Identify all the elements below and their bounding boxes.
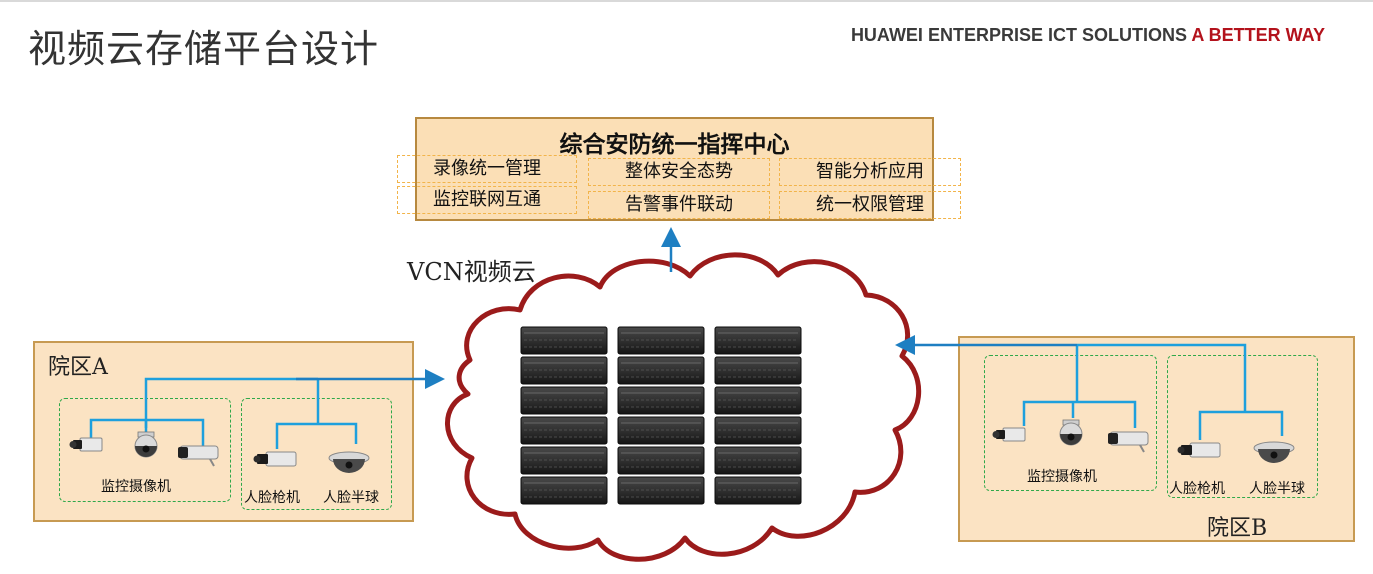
campus-a-dome-camera-icon: [134, 431, 158, 458]
campus-b-label: 院区B: [1207, 516, 1268, 541]
campus-b-bullet-camera-icon: [1107, 431, 1149, 453]
campus-a-box-camera-icon: [69, 437, 103, 452]
brand-main: HUAWEI ENTERPRISE ICT SOLUTIONS: [850, 25, 1187, 45]
brand-accent: A BETTER WAY: [1191, 25, 1325, 45]
function-recording: 录像统一管理: [397, 155, 577, 183]
campus-a-face-group: [241, 398, 392, 510]
cloud-label: VCN视频云: [407, 258, 536, 286]
brand-tagline: HUAWEI ENTERPRISE ICT SOLUTIONS A BETTER…: [851, 25, 1325, 46]
campus-b-wiring: [1022, 343, 1284, 440]
function-network-interconnect: 监控联网互通: [397, 186, 577, 214]
campus-a-face-gun-label: 人脸枪机: [244, 490, 300, 506]
campus-b-face-dome-icon: [1253, 441, 1295, 464]
function-security-situation: 整体安全态势: [588, 158, 770, 186]
campus-a-wiring: [89, 377, 358, 449]
campus-b-face-gun-icon: [1177, 442, 1221, 458]
campus-b-face-group: [1167, 355, 1318, 498]
campus-b-monitor-label: 监控摄像机: [1027, 469, 1097, 485]
campus-b-box-camera-icon: [992, 427, 1026, 442]
campus-b-face-dome-label: 人脸半球: [1249, 481, 1305, 497]
campus-a-bullet-camera-icon: [177, 445, 219, 467]
campus-b-dome-camera-icon: [1059, 419, 1083, 446]
campus-a-monitor-label: 监控摄像机: [101, 479, 171, 495]
function-permission-management: 统一权限管理: [779, 191, 961, 219]
campus-a-box: [33, 341, 414, 522]
function-intelligent-analysis: 智能分析应用: [779, 158, 961, 186]
campus-a-face-gun-icon: [253, 451, 297, 467]
function-alarm-linkage: 告警事件联动: [588, 191, 770, 219]
campus-a-face-dome-icon: [328, 451, 370, 474]
campus-b-monitor-group: [984, 355, 1157, 491]
command-center-title: 综合安防统一指挥中心: [559, 132, 790, 158]
page-title: 视频云存储平台设计: [28, 27, 380, 71]
top-rule: [0, 0, 1373, 2]
campus-b-face-gun-label: 人脸枪机: [1169, 481, 1225, 497]
campus-a-label: 院区A: [48, 355, 108, 380]
command-center-box: 综合安防统一指挥中心: [415, 117, 934, 221]
campus-a-face-dome-label: 人脸半球: [323, 490, 379, 506]
